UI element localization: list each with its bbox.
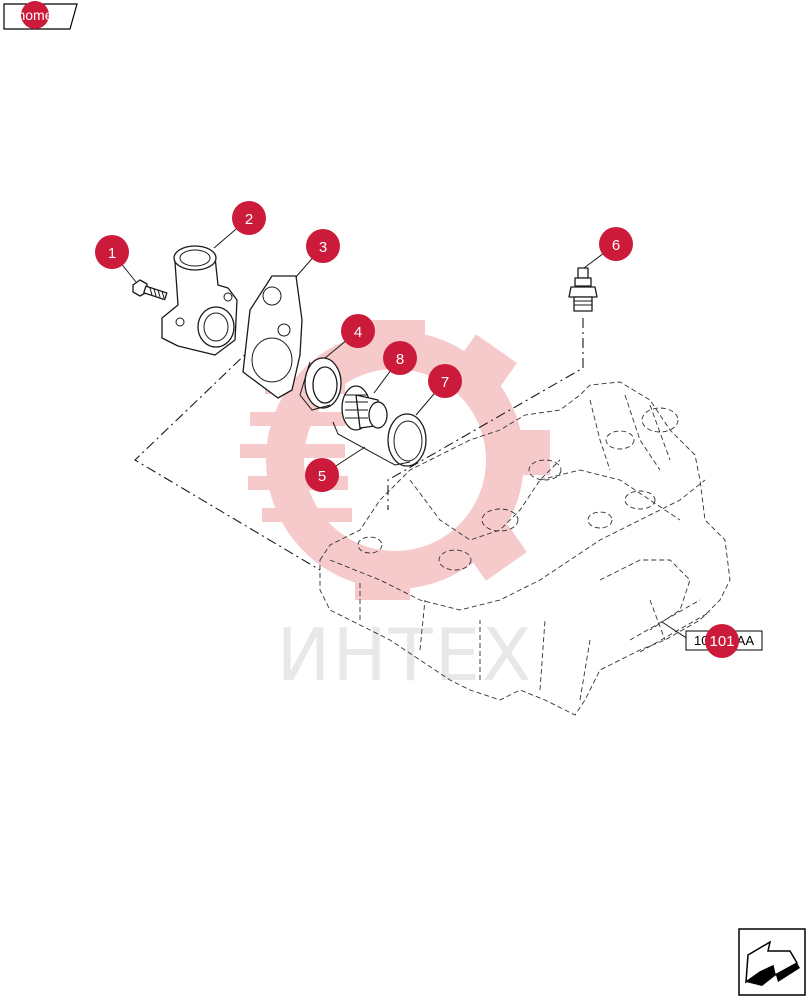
part-6-fitting — [568, 267, 598, 312]
callout-4[interactable]: 4 — [341, 314, 375, 348]
arrow-icon[interactable] — [738, 928, 806, 996]
callout-5[interactable]: 5 — [305, 458, 339, 492]
callout-6[interactable]: 6 — [599, 227, 633, 261]
callout-1-label: 1 — [108, 245, 116, 262]
callout-3[interactable]: 3 — [306, 229, 340, 263]
callout-1[interactable]: 1 — [95, 235, 129, 269]
part-5-kit-bracket — [332, 421, 411, 466]
home-tab[interactable]: home — [3, 1, 78, 30]
part-1-bolt — [132, 279, 168, 301]
engine-block — [319, 381, 731, 716]
callout-3-label: 3 — [319, 239, 327, 256]
callout-7[interactable]: 7 — [428, 364, 462, 398]
assembly-lines — [134, 318, 584, 571]
watermark-text: ИНТЕХ — [277, 613, 534, 697]
reference-badge — [705, 624, 739, 658]
callout-4-label: 4 — [354, 324, 362, 341]
part-3-gasket — [242, 275, 303, 399]
home-badge — [21, 1, 49, 29]
callout-2-label: 2 — [245, 211, 253, 228]
callout-2[interactable]: 2 — [232, 201, 266, 235]
part-4-seal-ring — [299, 357, 342, 411]
callout-8-label: 8 — [396, 351, 404, 368]
part-8-thermostat — [341, 385, 388, 431]
reference-callout-label: 101 — [709, 633, 734, 650]
callout-7-label: 7 — [441, 374, 449, 391]
part-7-o-ring — [387, 413, 427, 467]
reference-link[interactable]: 10 001 AA 101 — [685, 624, 763, 658]
part-2-thermostat-housing — [161, 245, 238, 356]
callout-5-label: 5 — [318, 468, 326, 485]
home-label: home — [17, 7, 52, 23]
callout-8[interactable]: 8 — [383, 341, 417, 375]
callout-6-label: 6 — [612, 237, 620, 254]
